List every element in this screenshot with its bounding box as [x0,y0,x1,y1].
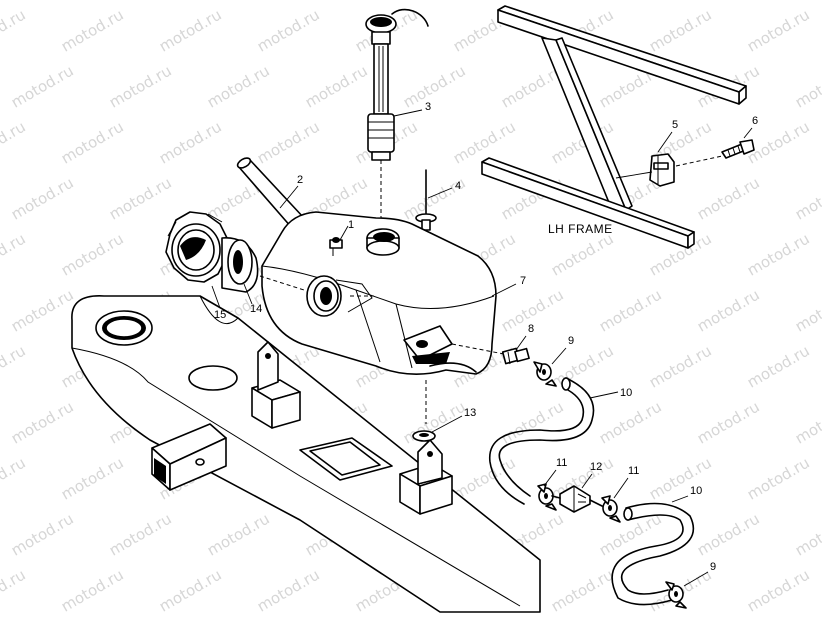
callout-6: 6 [752,115,759,127]
fuel-tank-part [261,211,497,375]
callout-10-lower: 10 [690,485,703,497]
callout-12: 12 [590,461,603,473]
callout-15: 15 [214,309,227,321]
hose-clamp-right [601,495,621,523]
grommet-part [412,430,436,442]
bolt-part [675,139,755,167]
hose-clamp-left [537,483,557,511]
callout-3: 3 [425,101,432,113]
callout-13: 13 [464,407,477,419]
lh-frame [481,5,747,249]
fuel-cap-part [165,211,229,283]
callout-5: 5 [672,119,679,131]
callout-1: 1 [348,219,355,231]
callout-10-upper: 10 [620,387,633,399]
outlet-fitting-part [451,343,530,365]
callout-4: 4 [455,180,462,192]
callout-9-bottom: 9 [710,561,717,573]
callout-8: 8 [528,323,535,335]
callout-11-right: 11 [628,465,640,477]
hose-clamp-upper [533,361,557,387]
fuel-filter-part [551,485,603,513]
fuel-line-lower [611,502,695,606]
chassis-frame [71,295,541,613]
callout-7: 7 [520,275,527,287]
vent-fitting-part [329,237,343,256]
callout-leaders [211,109,753,587]
lh-frame-label: LH FRAME [548,222,613,236]
callout-2: 2 [297,174,304,186]
callout-11-left: 11 [556,457,568,469]
filler-neck-part [221,237,374,297]
vent-hose-part [236,157,305,229]
hose-clamp-bottom [665,581,687,609]
callout-14: 14 [250,303,263,315]
fuel-gauge-sender-part [365,8,429,228]
fuel-line-upper [489,377,595,505]
callout-9-upper: 9 [568,335,575,347]
bracket-clip-part [615,153,675,187]
